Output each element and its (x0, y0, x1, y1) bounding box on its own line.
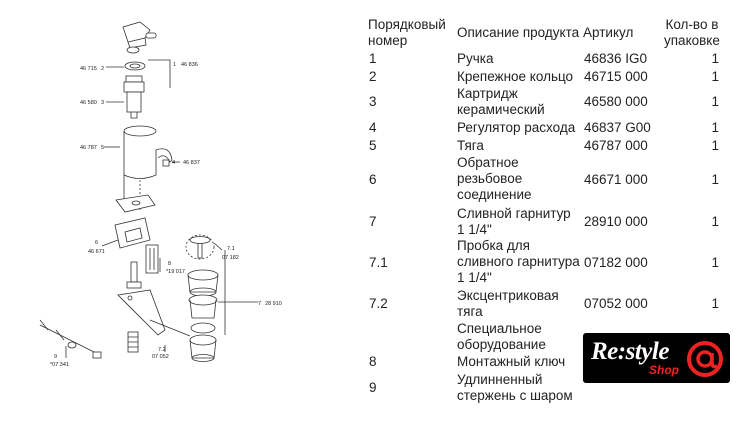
header-number: Порядковый номер (368, 17, 446, 48)
row-description: Монтажный ключ (457, 354, 566, 369)
row-article: 07182 000 (584, 255, 648, 270)
label-n6: 6 (95, 240, 98, 246)
label-n9: 9 (54, 354, 57, 360)
label-46787: 46 787 (80, 145, 97, 151)
row-description: Удлинненный стержень с шаром (457, 372, 573, 403)
row-article: 46787 000 (584, 138, 648, 153)
row-article: 46671 000 (584, 172, 648, 187)
label-n4: 4 (172, 160, 175, 166)
row-number: 5 (369, 138, 377, 153)
restyle-shop-logo: Re:style Shop (583, 333, 730, 383)
row-article: 46837 G00 (584, 120, 651, 135)
label-n72: 7.2 (158, 347, 166, 353)
row-number: 3 (369, 94, 377, 109)
row-quantity: 1 (711, 172, 719, 187)
label-19017: *19 017 (166, 269, 185, 275)
row-number: 9 (369, 380, 377, 395)
row-description: Эксцентриковая тяга (457, 288, 559, 319)
header-description: Описание продукта (457, 25, 580, 40)
row-number: 7 (369, 214, 377, 229)
header-quantity: Кол-во в упаковке (664, 17, 720, 48)
row-number: 8 (369, 354, 377, 369)
label-46837: 46 837 (183, 160, 200, 166)
row-description: Сливной гарнитур 1 1/4" (457, 206, 571, 237)
header-article: Артикул (583, 25, 634, 40)
row-number: 7.1 (369, 255, 388, 270)
row-description: Тяга (457, 138, 484, 153)
row-quantity: 1 (711, 214, 719, 229)
row-article: 07052 000 (584, 296, 648, 311)
label-n7: 7 (258, 301, 261, 307)
label-n8: 8 (168, 261, 171, 267)
row-quantity: 1 (711, 51, 719, 66)
label-46671: 46 671 (88, 249, 105, 255)
row-description: Обратное резьбовое соединение (457, 155, 532, 202)
row-article: 28910 000 (584, 214, 648, 229)
row-article: 46836 IG0 (584, 51, 648, 66)
row-number: 2 (369, 69, 377, 84)
label-n5: 5 (101, 145, 104, 151)
row-description: Ручка (457, 51, 494, 66)
label-28910: 28 910 (265, 301, 282, 307)
row-description: Специальное оборудование (457, 321, 546, 352)
row-quantity: 1 (711, 296, 719, 311)
row-quantity: 1 (711, 69, 719, 84)
logo-subtext: Shop (649, 363, 679, 377)
row-description: Регулятор расхода (457, 120, 576, 135)
row-number: 6 (369, 172, 377, 187)
row-quantity: 1 (711, 138, 719, 153)
label-n2: 2 (101, 66, 104, 72)
at-sign-icon (687, 341, 723, 377)
row-quantity: 1 (711, 94, 719, 109)
row-number: 7.2 (369, 296, 388, 311)
label-46580: 46 580 (80, 100, 97, 106)
row-number: 1 (369, 51, 377, 66)
label-n71: 7.1 (227, 246, 235, 252)
exploded-parts-diagram: 46 715 2 1 46 836 46 580 3 46 787 5 4 46… (39, 21, 282, 368)
label-n3: 3 (101, 100, 104, 106)
label-46836: 46 836 (181, 62, 198, 68)
row-quantity: 1 (711, 255, 719, 270)
label-07052: 07 052 (152, 354, 169, 360)
row-quantity: 1 (711, 120, 719, 135)
label-n1: 1 (173, 62, 176, 68)
row-article: 46580 000 (584, 94, 648, 109)
row-description: Картридж керамический (457, 86, 545, 117)
row-article: 46715 000 (584, 69, 648, 84)
label-46715: 46 715 (80, 66, 97, 72)
row-number: 4 (369, 120, 377, 135)
label-07341: *07 341 (50, 362, 69, 368)
row-description: Крепежное кольцо (457, 69, 574, 84)
label-07182: 07 182 (222, 255, 239, 261)
logo-text: Re:style (591, 338, 669, 365)
row-description: Пробка для сливного гарнитура 1 1/4" (457, 238, 580, 285)
